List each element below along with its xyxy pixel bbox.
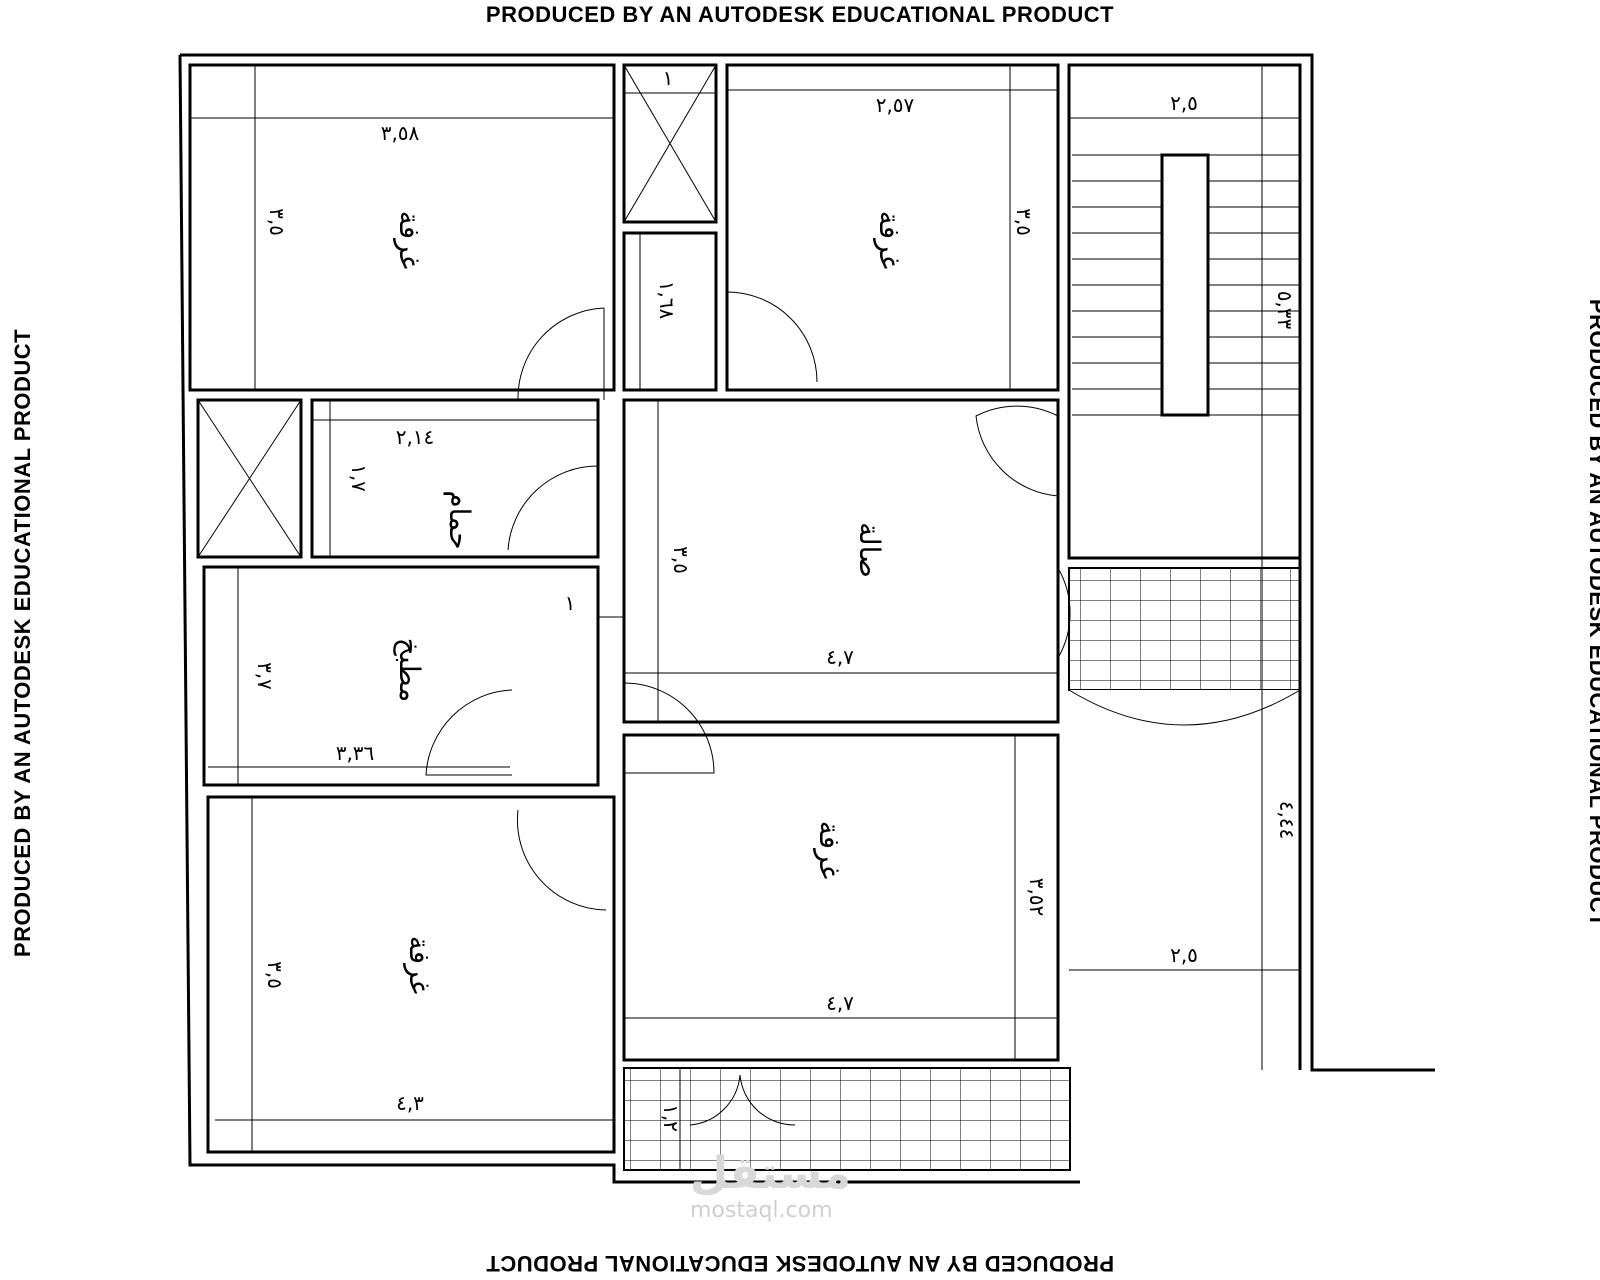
dim-balcony-h: ١,٢ bbox=[659, 1104, 683, 1132]
dim-room-br-h: ٣,٥٢ bbox=[1025, 878, 1049, 917]
label-room-tr: غرفة bbox=[873, 211, 906, 270]
dim-room-tr-h: ٣,٥ bbox=[1012, 208, 1036, 236]
shaft-top bbox=[622, 63, 718, 224]
room-labels: غرفة غرفة حمام صالة مطبخ غرفة غرفة bbox=[393, 211, 906, 995]
dim-room-tr-w: ٢,٥٧ bbox=[876, 93, 915, 117]
shaft-x bbox=[623, 64, 717, 223]
dim-yard-h: ٤,٤٤ bbox=[1275, 801, 1299, 840]
dim-bath-h: ١,٧ bbox=[347, 464, 371, 492]
dim-stair-h: ٥,٣٣ bbox=[1273, 291, 1297, 330]
shaft-left bbox=[196, 398, 303, 559]
room-bottom-right bbox=[622, 733, 1060, 1062]
balcony-bottom bbox=[623, 1067, 1071, 1171]
label-room-bl: غرفة bbox=[403, 936, 436, 995]
hall bbox=[622, 398, 1060, 724]
dim-hall-h: ٣,٥ bbox=[669, 546, 693, 574]
staircase bbox=[1072, 153, 1300, 417]
label-room-tl: غرفة bbox=[393, 211, 426, 270]
dim-room-bl-w: ٤,٣ bbox=[396, 1091, 424, 1115]
dim-hall-w: ٤,٧ bbox=[826, 645, 854, 669]
dim-room-br-w: ٤,٧ bbox=[826, 991, 854, 1015]
dim-room-tl-w: ٣,٥٨ bbox=[381, 121, 420, 145]
dim-kitchen-h: ٣,٧ bbox=[253, 662, 277, 690]
closet bbox=[622, 231, 718, 392]
mostaql-logo: مستقل bbox=[690, 1148, 851, 1199]
dim-room-tl-h: ٣,٥ bbox=[265, 208, 289, 236]
label-bath: حمام bbox=[443, 490, 476, 549]
dim-corridor-w: ١ bbox=[565, 591, 576, 615]
shaft-left-x bbox=[197, 399, 302, 558]
dim-closet-h: ١,٦٨ bbox=[655, 281, 679, 320]
kitchen bbox=[202, 565, 600, 787]
doors bbox=[425, 291, 1071, 1126]
mostaql-url: mostaql.com bbox=[690, 1198, 833, 1223]
dim-bath-w: ٢,١٤ bbox=[396, 425, 435, 449]
dim-room-bl-h: ٣,٥ bbox=[263, 961, 287, 989]
dim-shaft-top: ١ bbox=[663, 66, 674, 90]
room-bottom-left bbox=[206, 795, 616, 1154]
label-room-br: غرفة bbox=[813, 821, 846, 880]
bathroom bbox=[310, 398, 600, 559]
room-top-left bbox=[188, 63, 616, 392]
watermark-top: PRODUCED BY AN AUTODESK EDUCATIONAL PROD… bbox=[485, 2, 1115, 27]
dimension-lines bbox=[190, 65, 1300, 1170]
dim-stair-w: ٢,٥ bbox=[1170, 91, 1198, 115]
balcony-right bbox=[1068, 567, 1301, 691]
dim-yard-w: ٢,٥ bbox=[1170, 943, 1198, 967]
label-kitchen: مطبخ bbox=[393, 638, 426, 703]
dim-kitchen-w: ٣,٣٦ bbox=[336, 741, 375, 765]
balcony-curve bbox=[1068, 689, 1301, 726]
label-hall: صالة bbox=[853, 522, 886, 578]
room-top-right bbox=[725, 63, 1060, 392]
dimensions: ٣,٥٨ ٣,٥ ١ ١,٦٨ ٢,٥٧ ٣,٥ ٢,٥ ٥,٣٣ ٢,١٤ ١… bbox=[253, 66, 1299, 1132]
